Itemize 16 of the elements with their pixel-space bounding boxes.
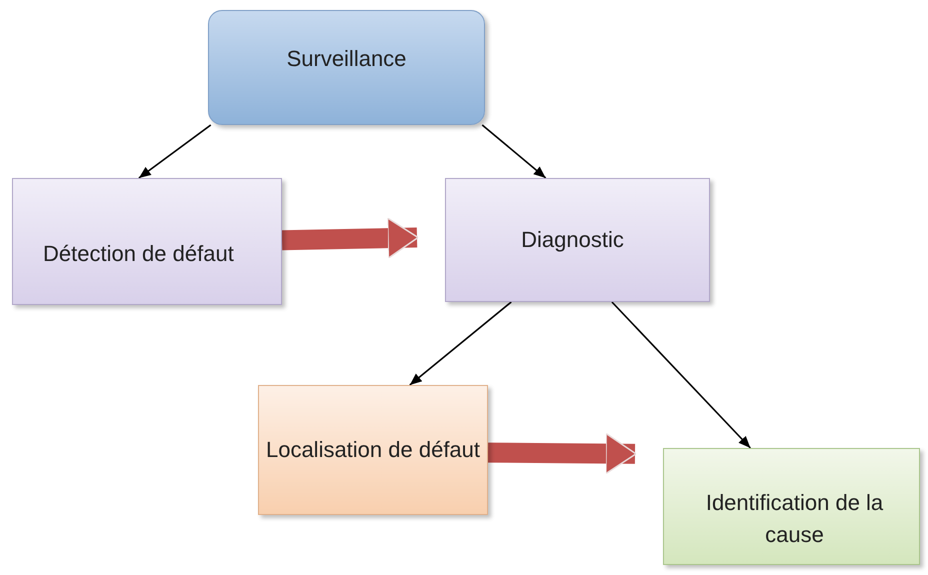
- block-arrow: [488, 432, 637, 474]
- arrow: [611, 301, 751, 449]
- process-box: [258, 385, 488, 515]
- box-label: Identification de la cause: [704, 488, 884, 548]
- box-label: Localisation de défaut: [266, 436, 480, 464]
- box-label: Diagnostic: [521, 226, 624, 254]
- process-box: [445, 178, 710, 302]
- block-arrow: [282, 217, 419, 259]
- arrow: [409, 301, 512, 386]
- box-label: Surveillance: [286, 44, 406, 73]
- process-box: [208, 10, 485, 125]
- arrow: [138, 124, 212, 179]
- box-label: Détection de défaut: [43, 240, 234, 268]
- process-box: [12, 178, 282, 305]
- process-box: [663, 448, 920, 565]
- arrow: [482, 124, 546, 179]
